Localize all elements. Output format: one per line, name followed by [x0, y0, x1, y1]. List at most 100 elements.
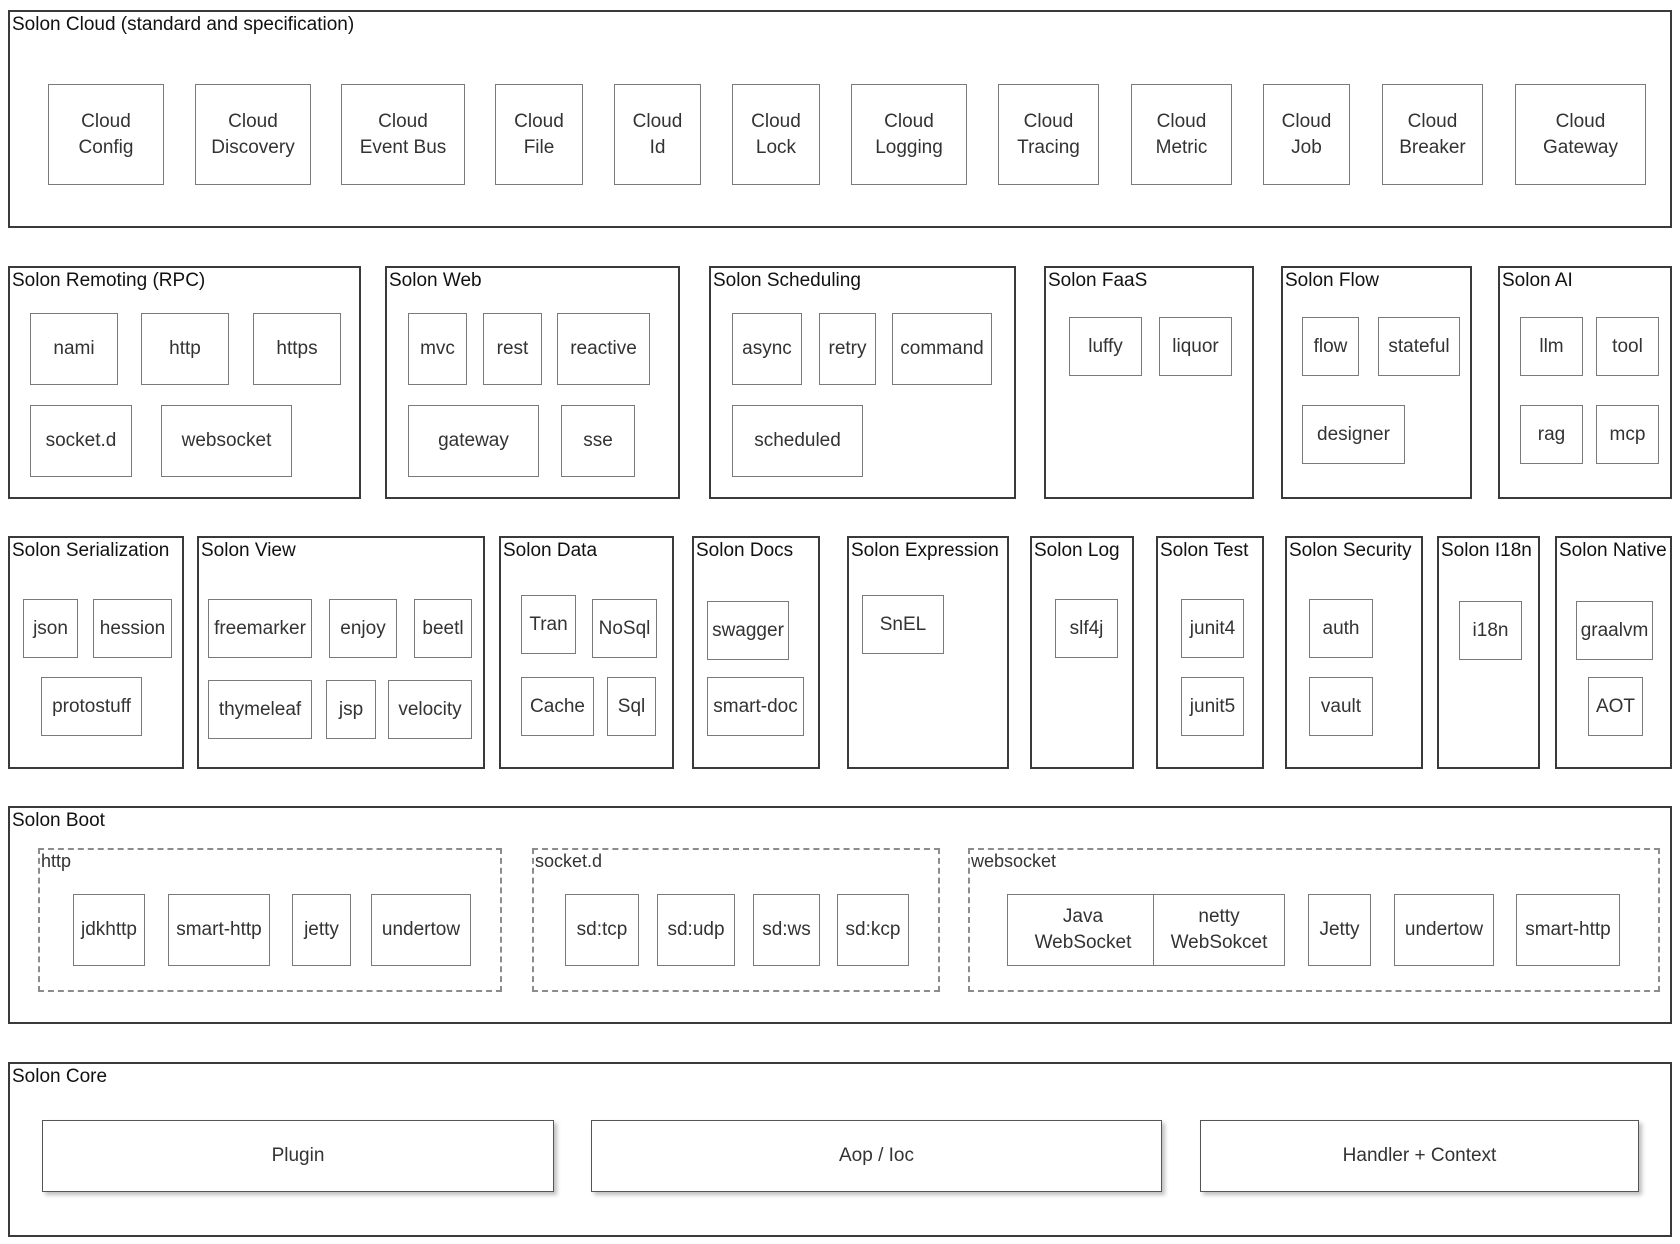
group-title: Solon Remoting (RPC): [12, 270, 206, 291]
box-cloud-file: Cloud File: [495, 84, 583, 185]
box-rest: rest: [483, 313, 542, 385]
box-nami: nami: [30, 313, 118, 385]
box-smart-doc: smart-doc: [707, 677, 804, 736]
group-title: Solon Test: [1160, 540, 1249, 561]
box-cloud-lock: Cloud Lock: [732, 84, 820, 185]
box-aot: AOT: [1588, 677, 1643, 736]
box-https: https: [253, 313, 341, 385]
box-tran: Tran: [521, 595, 576, 654]
group-solon-remoting: Solon Remoting (RPC) nami http https soc…: [8, 266, 361, 499]
box-gateway: gateway: [408, 405, 539, 477]
group-solon-web: Solon Web mvc rest reactive gateway sse: [385, 266, 680, 499]
box-command: command: [892, 313, 992, 385]
box-reactive: reactive: [557, 313, 650, 385]
box-i18n: i18n: [1459, 601, 1522, 660]
group-solon-expression: Solon Expression SnEL: [847, 536, 1009, 769]
box-retry: retry: [819, 313, 876, 385]
boot-http-group: http jdkhttp smart-http jetty undertow: [38, 848, 502, 992]
box-smart-http: smart-http: [168, 894, 270, 966]
box-swagger: swagger: [707, 601, 789, 660]
box-velocity: velocity: [388, 680, 472, 739]
box-async: async: [732, 313, 802, 385]
box-rag: rag: [1520, 405, 1583, 464]
group-title: Solon AI: [1502, 270, 1573, 291]
box-jdkhttp: jdkhttp: [73, 894, 145, 966]
box-cloud-discovery: Cloud Discovery: [195, 84, 311, 185]
group-solon-boot: Solon Boot http jdkhttp smart-http jetty…: [8, 806, 1672, 1024]
box-cloud-config: Cloud Config: [48, 84, 164, 185]
box-json: json: [23, 599, 78, 658]
box-cloud-logging: Cloud Logging: [851, 84, 967, 185]
box-sse: sse: [561, 405, 635, 477]
box-socket-d: socket.d: [30, 405, 132, 477]
box-netty-websokcet: netty WebSokcet: [1153, 894, 1285, 966]
box-liquor: liquor: [1159, 317, 1232, 376]
group-solon-scheduling: Solon Scheduling async retry command sch…: [709, 266, 1016, 499]
box-llm: llm: [1520, 317, 1583, 376]
group-solon-i18n: Solon I18n i18n: [1437, 536, 1540, 769]
box-slf4j: slf4j: [1055, 599, 1118, 658]
box-luffy: luffy: [1069, 317, 1142, 376]
box-java-websocket: Java WebSocket: [1007, 894, 1159, 966]
box-sd-udp: sd:udp: [657, 894, 735, 966]
group-solon-serialization: Solon Serialization json hession protost…: [8, 536, 184, 769]
box-mvc: mvc: [408, 313, 467, 385]
group-solon-security: Solon Security auth vault: [1285, 536, 1423, 769]
group-title: Solon Data: [503, 540, 598, 561]
box-cloud-gateway: Cloud Gateway: [1515, 84, 1646, 185]
box-junit4: junit4: [1181, 599, 1244, 658]
boot-socketd-group: socket.d sd:tcp sd:udp sd:ws sd:kcp: [532, 848, 940, 992]
group-title: Solon Docs: [696, 540, 794, 561]
box-freemarker: freemarker: [208, 599, 312, 658]
group-title: Solon Core: [12, 1066, 108, 1087]
group-title: Solon Log: [1034, 540, 1120, 561]
group-title: Solon Flow: [1285, 270, 1379, 291]
box-beetl: beetl: [414, 599, 472, 658]
box-cloud-job: Cloud Job: [1263, 84, 1350, 185]
group-title: Solon Cloud (standard and specification): [12, 14, 355, 35]
group-solon-flow: Solon Flow flow stateful designer: [1281, 266, 1472, 499]
box-undertow-ws: undertow: [1394, 894, 1494, 966]
box-protostuff: protostuff: [41, 677, 142, 736]
group-title: Solon Native: [1559, 540, 1667, 561]
box-sd-kcp: sd:kcp: [837, 894, 909, 966]
group-solon-native: Solon Native graalvm AOT: [1555, 536, 1672, 769]
box-jetty: jetty: [292, 894, 351, 966]
group-solon-log: Solon Log slf4j: [1030, 536, 1134, 769]
group-title: Solon I18n: [1441, 540, 1532, 561]
group-solon-cloud: Solon Cloud (standard and specification)…: [8, 10, 1672, 228]
box-jetty-ws: Jetty: [1308, 894, 1371, 966]
box-sd-tcp: sd:tcp: [565, 894, 639, 966]
dashed-group-title: socket.d: [535, 851, 603, 871]
group-title: Solon Boot: [12, 810, 105, 831]
group-title: Solon Security: [1289, 540, 1412, 561]
box-stateful: stateful: [1378, 317, 1460, 376]
box-flow: flow: [1302, 317, 1359, 376]
box-enjoy: enjoy: [329, 599, 397, 658]
box-sd-ws: sd:ws: [753, 894, 820, 966]
group-title: Solon Serialization: [12, 540, 170, 561]
group-title: Solon View: [201, 540, 296, 561]
box-cloud-id: Cloud Id: [614, 84, 701, 185]
group-title: Solon Web: [389, 270, 482, 291]
group-solon-faas: Solon FaaS luffy liquor: [1044, 266, 1254, 499]
dashed-group-title: http: [41, 851, 72, 871]
box-vault: vault: [1309, 677, 1373, 736]
group-title: Solon FaaS: [1048, 270, 1148, 291]
box-mcp: mcp: [1596, 405, 1659, 464]
group-solon-docs: Solon Docs swagger smart-doc: [692, 536, 820, 769]
box-nosql: NoSql: [592, 599, 657, 658]
group-title: Solon Expression: [851, 540, 999, 561]
box-smart-http-ws: smart-http: [1516, 894, 1620, 966]
box-designer: designer: [1302, 405, 1405, 464]
box-cloud-metric: Cloud Metric: [1131, 84, 1232, 185]
box-plugin: Plugin: [42, 1120, 554, 1192]
group-solon-view: Solon View freemarker enjoy beetl thymel…: [197, 536, 485, 769]
box-http: http: [141, 313, 229, 385]
group-solon-data: Solon Data Tran NoSql Cache Sql: [499, 536, 674, 769]
box-cloud-event-bus: Cloud Event Bus: [341, 84, 465, 185]
group-title: Solon Scheduling: [713, 270, 861, 291]
box-websocket: websocket: [161, 405, 292, 477]
box-sql: Sql: [607, 677, 656, 736]
box-junit5: junit5: [1181, 677, 1244, 736]
